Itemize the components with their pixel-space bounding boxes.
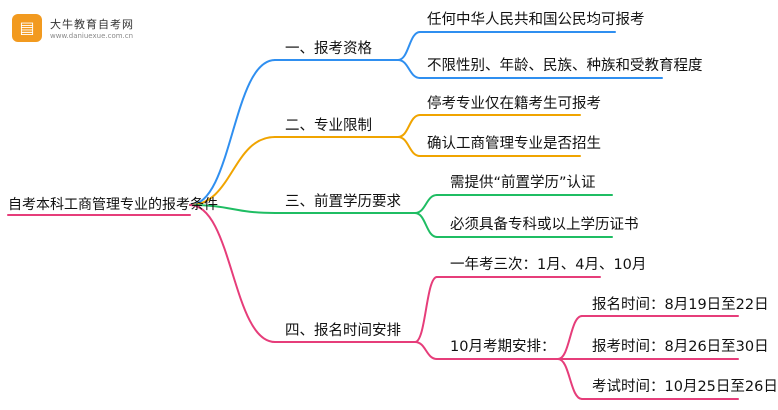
site-logo[interactable]: ▤ 大牛教育自考网 www.daniuexue.com.cn bbox=[12, 12, 162, 48]
root-node: 自考本科工商管理专业的报考条件 bbox=[8, 197, 218, 213]
leaf-4-2-3: 考试时间：10月25日至26日 bbox=[592, 379, 778, 395]
logo-url: www.daniuexue.com.cn bbox=[50, 32, 134, 40]
branch-2-label: 二、专业限制 bbox=[285, 118, 372, 134]
branch-4-label: 四、报名时间安排 bbox=[285, 323, 401, 339]
leaf-connector-3-1 bbox=[414, 194, 438, 214]
mind-map-connectors bbox=[7, 31, 739, 400]
leaf-4-2-2: 报考时间：8月26日至30日 bbox=[592, 339, 769, 355]
leaf-4-1: 一年考三次：1月、4月、10月 bbox=[450, 257, 647, 273]
leaf-connector-4-2 bbox=[414, 341, 438, 360]
leaf-1-1: 任何中华人民共和国公民均可报考 bbox=[427, 12, 645, 28]
leaf-1-2: 不限性别、年龄、民族、种族和受教育程度 bbox=[427, 58, 703, 74]
leaf-connector-2-1 bbox=[397, 114, 421, 138]
leaf-4-2: 10月考期安排： bbox=[450, 339, 556, 355]
leaf-connector-1-2 bbox=[397, 59, 421, 79]
leaf-2-1: 停考专业仅在籍考生可报考 bbox=[427, 96, 601, 112]
branch-connector-2 bbox=[189, 136, 276, 206]
branch-connector-3 bbox=[189, 204, 276, 214]
sub-leaf-connector-3 bbox=[557, 358, 583, 400]
sub-leaf-connector-1 bbox=[557, 315, 583, 360]
branch-1-label: 一、报考资格 bbox=[285, 41, 372, 57]
leaf-connector-1-1 bbox=[397, 31, 421, 61]
leaf-connector-2-2 bbox=[397, 136, 421, 157]
leaf-4-2-1: 报名时间：8月19日至22日 bbox=[592, 297, 769, 313]
leaf-3-1: 需提供“前置学历”认证 bbox=[450, 175, 596, 191]
leaf-connector-3-2 bbox=[414, 212, 438, 238]
leaf-3-2: 必须具备专科或以上学历证书 bbox=[450, 217, 639, 233]
leaf-connector-4-1 bbox=[414, 276, 438, 343]
logo-name: 大牛教育自考网 bbox=[50, 18, 134, 31]
branch-connector-1 bbox=[189, 59, 276, 206]
branch-3-label: 三、前置学历要求 bbox=[285, 194, 401, 210]
leaf-2-2: 确认工商管理专业是否招生 bbox=[427, 136, 601, 152]
book-icon: ▤ bbox=[12, 14, 42, 42]
branch-connector-4 bbox=[189, 204, 276, 343]
